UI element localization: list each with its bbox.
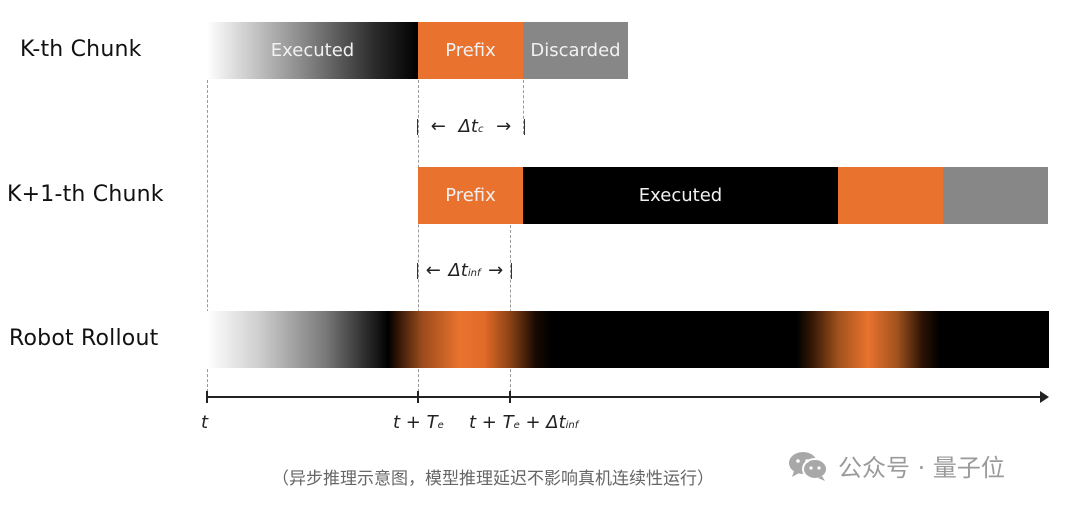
- k-chunk-executed-segment: Executed: [207, 22, 418, 79]
- axis-line: [207, 396, 1042, 398]
- bracket-left: [417, 262, 418, 279]
- guide-line-t-plus-te: [418, 80, 419, 402]
- segment-label: Prefix: [445, 185, 496, 206]
- axis-label-t-plus-te-plus-inf: t + Te + Δtinf: [469, 412, 579, 433]
- delta-tc-label: Δtc: [458, 116, 484, 137]
- k1-chunk-next-prefix-segment: [838, 167, 943, 224]
- axis-label-t: t: [201, 412, 209, 433]
- segment-label: Discarded: [530, 40, 621, 61]
- bracket-right: [524, 118, 525, 135]
- delta-tinf-annotation: ← Δtinf →: [417, 260, 512, 281]
- segment-label: Prefix: [445, 40, 496, 61]
- arrow-right-icon: →: [488, 260, 504, 281]
- wechat-icon: [789, 451, 828, 481]
- watermark-text: 公众号 · 量子位: [838, 454, 1005, 482]
- axis-label-t-plus-te: t + Te: [393, 412, 444, 433]
- bracket-right: [510, 262, 512, 279]
- figure-caption: （异步推理示意图，模型推理延迟不影响真机连续性运行）: [272, 469, 714, 489]
- axis-tick-t-plus-te: [417, 391, 419, 403]
- arrow-left-icon: ←: [430, 116, 446, 137]
- row-label-robot-rollout: Robot Rollout: [9, 326, 159, 351]
- robot-rollout-bar: [207, 311, 1049, 368]
- bracket-left: [417, 118, 418, 135]
- delta-tinf-label: Δtinf: [448, 260, 481, 281]
- k1-chunk-next-discarded-segment: [943, 167, 1048, 224]
- row-label-k1-chunk: K+1-th Chunk: [7, 182, 164, 207]
- axis-tick-t-plus-te-plus-inf: [509, 391, 511, 403]
- k1-chunk-prefix-segment: Prefix: [418, 167, 523, 224]
- arrow-left-icon: ←: [425, 260, 441, 281]
- k-chunk-discarded-segment: Discarded: [523, 22, 628, 79]
- guide-line-prefix-end: [523, 80, 524, 134]
- delta-tc-annotation: ← Δtc →: [417, 116, 525, 137]
- k1-chunk-executed-segment: Executed: [523, 167, 838, 224]
- k-chunk-prefix-segment: Prefix: [418, 22, 523, 79]
- axis-arrowhead-icon: [1040, 391, 1049, 403]
- guide-line-t: [207, 80, 208, 402]
- arrow-right-icon: →: [496, 116, 512, 137]
- segment-label: Executed: [638, 185, 723, 206]
- watermark: 公众号 · 量子位: [788, 448, 1005, 483]
- axis-tick-t: [206, 391, 208, 403]
- row-label-k-chunk: K-th Chunk: [20, 37, 142, 62]
- segment-label: Executed: [270, 40, 355, 61]
